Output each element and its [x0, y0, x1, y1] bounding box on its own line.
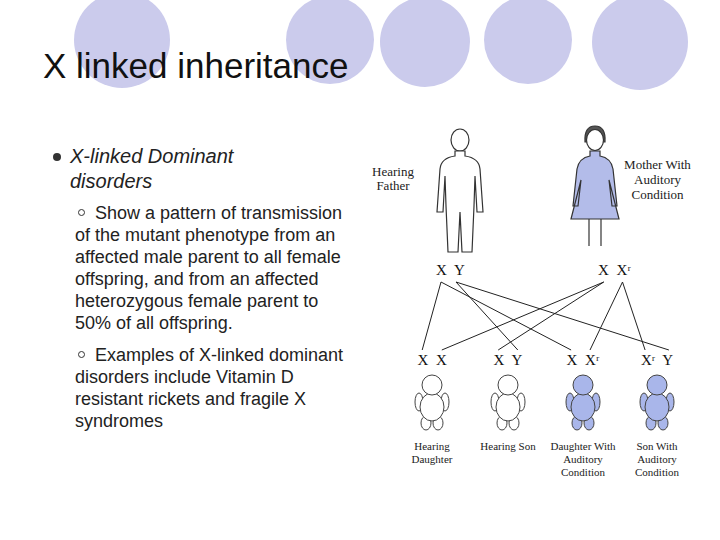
mother-figure [571, 126, 619, 246]
father-body [437, 151, 483, 252]
bullet-marker [78, 209, 85, 216]
genotype-label: X X [418, 352, 447, 369]
connector-line [456, 282, 669, 350]
bullet-text: Show a pattern of transmission of the mu… [75, 202, 347, 334]
decor-circle [380, 0, 470, 87]
pedigree-person: X Xʳ Daughter With Auditory Condition [548, 350, 618, 500]
baby-body [645, 393, 669, 421]
connector-line [498, 282, 604, 350]
decor-circle [484, 0, 572, 84]
person-label: Hearing Father [362, 165, 424, 193]
baby-body [571, 393, 595, 421]
baby-figure [491, 375, 525, 430]
inheritance-line [441, 282, 571, 350]
baby-body [496, 393, 520, 421]
bullet-marker [78, 351, 85, 358]
inheritance-line [456, 282, 669, 350]
father-head [451, 129, 469, 151]
decor-circle [592, 0, 688, 90]
person-label: Mother With Auditory Condition [620, 157, 695, 202]
baby-head [647, 375, 667, 395]
person-label: Hearing Daughter [397, 440, 467, 466]
genotype-label: X Y [494, 352, 523, 369]
bullet-text: X-linked Dominant disorders [70, 144, 295, 194]
connector-line [456, 282, 518, 350]
pedigree-person: X X Hearing Daughter [397, 350, 467, 500]
baby-head [573, 375, 593, 395]
connector-line [590, 282, 623, 350]
mother-head [587, 130, 604, 151]
mother-leg [600, 218, 601, 246]
person-label: Daughter With Auditory Condition [548, 440, 618, 479]
baby-head [498, 375, 518, 395]
mother-leg [588, 218, 589, 246]
slide-title: X linked inheritance [43, 46, 348, 86]
pedigree-person: Mother With Auditory Condition X Xʳ [570, 125, 695, 282]
baby-figure [415, 375, 449, 430]
father-figure [437, 129, 483, 252]
person-label: Hearing Son [473, 440, 543, 453]
person-label: Son With Auditory Condition [622, 440, 692, 479]
pedigree-person: Hearing Father X Y [360, 125, 480, 282]
mother-dress [571, 151, 619, 219]
connector-line [442, 282, 604, 350]
inheritance-line [442, 282, 604, 350]
pedigree-person: Xʳ Y Son With Auditory Condition [622, 350, 692, 500]
bullet-marker [53, 153, 61, 161]
inheritance-line [590, 282, 623, 350]
pedigree-person: X Y Hearing Son [473, 350, 543, 500]
inheritance-line [422, 282, 441, 350]
connector-line [623, 282, 646, 350]
baby-body [420, 393, 444, 421]
genotype-label: X Y [436, 262, 465, 279]
inheritance-line [498, 282, 604, 350]
connector-line [422, 282, 441, 350]
baby-figure [566, 375, 600, 430]
genotype-label: X Xʳ [567, 352, 600, 369]
inheritance-line [623, 282, 646, 350]
inheritance-line [456, 282, 518, 350]
genotype-label: Xʳ Y [641, 352, 673, 369]
baby-figure [640, 375, 674, 430]
bullet-text: Examples of X-linked dominant disorders … [75, 344, 347, 432]
connector-line [441, 282, 571, 350]
baby-head [422, 375, 442, 395]
genotype-label: X Xʳ [598, 262, 631, 279]
